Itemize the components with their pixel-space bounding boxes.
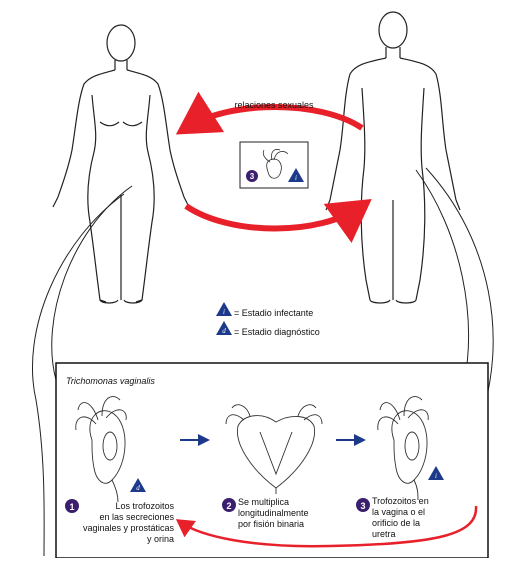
curve-male-left (416, 170, 469, 392)
step-3-number: 3 (360, 501, 365, 511)
center-triangle-symbol: i (295, 174, 297, 182)
step-1-description: Los trofozoitos en las secreciones vagin… (78, 501, 174, 545)
step-2-line: Se multiplica (238, 497, 338, 508)
step-2-line: por fisión binaria (238, 519, 338, 530)
female-figure (53, 25, 189, 303)
step-3-line: uretra (372, 529, 448, 540)
legend-infective-label: = Estadio infectante (234, 308, 313, 318)
transmission-arrow-female-to-male (186, 206, 362, 229)
step-3-line: Trofozoitos en (372, 496, 448, 507)
step-1-line: y orina (78, 534, 174, 545)
legend-infective-symbol: i (223, 308, 225, 316)
legend-diagnostic-symbol: d (222, 327, 226, 335)
step-1-line: Los trofozoitos (78, 501, 174, 512)
step-3-line: la vagina o el (372, 507, 448, 518)
step-1-line: vaginales y prostáticas (78, 523, 174, 534)
arrow-label-sexual-relations: relaciones sexuales (234, 100, 314, 110)
step-2-description: Se multiplica longitudinalmente por fisi… (238, 497, 338, 530)
male-figure (326, 12, 460, 303)
transmission-arrow-male-to-female (186, 107, 362, 128)
step-3-description: Trofozoitos en la vagina o el orificio d… (372, 496, 448, 540)
step-1-number: 1 (69, 502, 74, 512)
legend-diagnostic-label: = Estadio diagnóstico (234, 327, 320, 337)
curve-female-right (52, 186, 132, 392)
center-stage-box: 3 i (240, 142, 308, 188)
step-2-number: 2 (226, 501, 231, 511)
center-step-number: 3 (250, 172, 255, 181)
step-2-line: longitudinalmente (238, 508, 338, 519)
step-3-line: orificio de la (372, 518, 448, 529)
step-3-triangle-symbol: i (435, 472, 437, 480)
step-1-triangle-symbol: d (136, 484, 140, 492)
inset-title: Trichomonas vaginalis (66, 376, 155, 386)
step-1-line: en las secreciones (78, 512, 174, 523)
